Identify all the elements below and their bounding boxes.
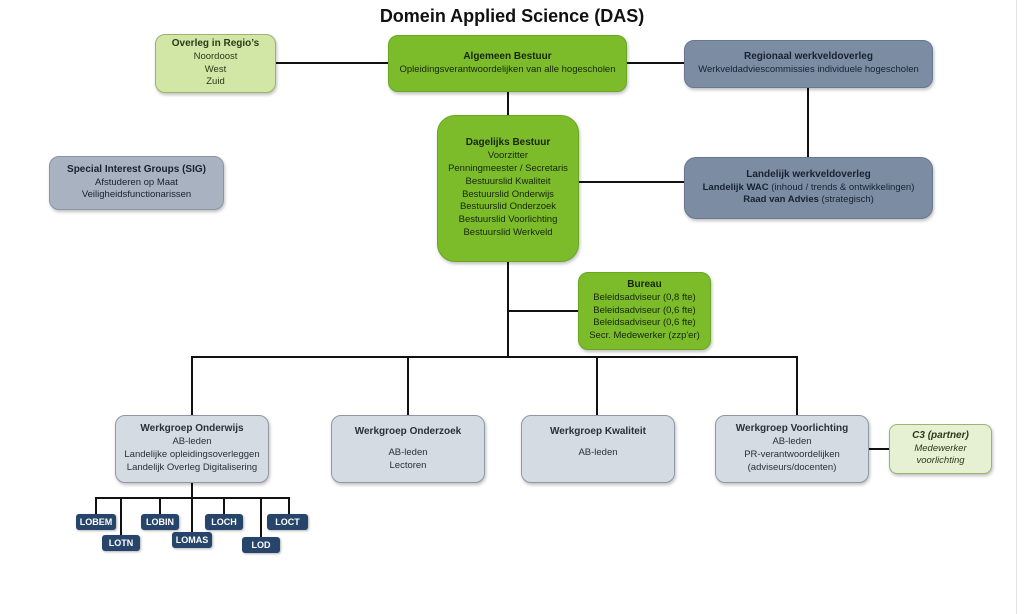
box-werkgroep-kwaliteit: Werkgroep Kwaliteit AB-leden	[521, 415, 675, 483]
box-line: Penningmeester / Secretaris	[448, 162, 568, 174]
box-line: Medewerker	[914, 442, 967, 454]
box-line: Bestuurslid Onderzoek	[459, 201, 557, 213]
box-line: AB-leden	[578, 446, 618, 458]
box-landelijk-werkveldoverleg: Landelijk werkveldoverleg Landelijk WAC …	[684, 157, 933, 219]
page-edge-line	[1016, 0, 1017, 614]
box-heading: Werkgroep Kwaliteit	[550, 426, 646, 437]
box-regionaal-werkveldoverleg: Regionaal werkveldoverleg Werkveldadvies…	[684, 40, 933, 88]
box-line: Beleidsadviseur (0,6 fte)	[593, 304, 696, 316]
box-werkgroep-voorlichting: Werkgroep Voorlichting AB-leden PR-veran…	[715, 415, 869, 483]
badge-lotn: LOTN	[102, 535, 140, 551]
box-line: Beleidsadviseur (0,6 fte)	[593, 317, 696, 329]
box-line: Raad van Advies (strategisch)	[743, 194, 874, 207]
box-overleg-regios: Overleg in Regio’s Noordoost West Zuid	[155, 34, 276, 93]
box-line: Voorzitter	[487, 150, 529, 162]
diagram-title: Domein Applied Science (DAS)	[379, 6, 645, 26]
box-line: Noordoost	[193, 50, 238, 62]
box-line: Bestuurslid Werkveld	[463, 226, 553, 238]
box-heading: Overleg in Regio’s	[171, 37, 260, 49]
box-werkgroep-onderzoek: Werkgroep Onderzoek AB-leden Lectoren	[331, 415, 485, 483]
box-heading: Werkgroep Onderwijs	[140, 423, 244, 435]
box-line: voorlichting	[916, 455, 965, 467]
box-line: Bestuurslid Kwaliteit	[465, 175, 551, 187]
box-heading: Special Interest Groups (SIG)	[67, 163, 206, 175]
box-bureau: Bureau Beleidsadviseur (0,8 fte) Beleids…	[578, 272, 711, 350]
box-dagelijks-bestuur: Dagelijks Bestuur Voorzitter Penningmees…	[437, 115, 579, 262]
box-line: Zuid	[206, 76, 225, 88]
box-heading: Landelijk werkveldoverleg	[746, 168, 871, 180]
box-line: AB-leden	[388, 446, 428, 458]
box-heading: Werkgroep Voorlichting	[735, 423, 849, 435]
box-werkgroep-onderwijs: Werkgroep Onderwijs AB-leden Landelijke …	[115, 415, 269, 483]
box-heading: Werkgroep Onderzoek	[354, 426, 462, 437]
box-heading: Regionaal werkveldoverleg	[744, 51, 873, 63]
box-line: Bestuurslid Onderwijs	[462, 188, 554, 200]
badge-lomas: LOMAS	[172, 532, 212, 548]
badge-lobem: LOBEM	[76, 514, 116, 530]
box-heading: Dagelijks Bestuur	[465, 137, 551, 149]
badge-lod: LOD	[242, 537, 280, 553]
badge-loct: LOCT	[267, 514, 308, 530]
box-line: AB-leden	[772, 436, 812, 448]
box-c3-partner: C3 (partner) Medewerker voorlichting	[889, 424, 992, 474]
box-line: Veiligheidsfunctionarissen	[81, 189, 192, 201]
box-line: Landelijke opleidingsoverleggen	[124, 449, 260, 460]
box-line: PR-verantwoordelijken	[744, 449, 840, 460]
box-line: AB-leden	[172, 436, 212, 448]
box-line: Opleidingsverantwoordelijken van alle ho…	[399, 63, 616, 75]
box-line: Landelijk Overleg Digitalisering	[126, 461, 258, 473]
box-heading: Bureau	[627, 279, 662, 290]
landelijk-wac-label: Landelijk WAC	[702, 181, 769, 193]
box-line: Afstuderen op Maat	[95, 176, 178, 188]
raad-van-advies-desc: (strategisch)	[818, 194, 874, 206]
landelijk-wac-desc: (inhoud / trends & ontwikkelingen)	[768, 181, 915, 193]
box-line: Werkveldadviescommissies individuele hog…	[698, 64, 919, 75]
box-algemeen-bestuur: Algemeen Bestuur Opleidingsverantwoordel…	[388, 35, 627, 92]
box-special-interest-groups: Special Interest Groups (SIG) Afstuderen…	[49, 156, 224, 210]
box-line: Beleidsadviseur (0,8 fte)	[593, 291, 696, 303]
box-line: Lectoren	[389, 459, 427, 471]
box-line: Bestuurslid Voorlichting	[458, 214, 558, 226]
box-heading: C3 (partner)	[912, 429, 969, 441]
box-line: Landelijk WAC (inhoud / trends & ontwikk…	[703, 182, 915, 195]
box-line: (adviseurs/docenten)	[747, 461, 837, 473]
box-line: Secr. Medewerker (zzp'er)	[589, 330, 700, 342]
box-heading: Algemeen Bestuur	[463, 50, 552, 62]
box-line: West	[204, 63, 227, 75]
badge-lobin: LOBIN	[141, 514, 179, 530]
badge-loch: LOCH	[205, 514, 243, 530]
raad-van-advies-label: Raad van Advies	[743, 194, 819, 206]
